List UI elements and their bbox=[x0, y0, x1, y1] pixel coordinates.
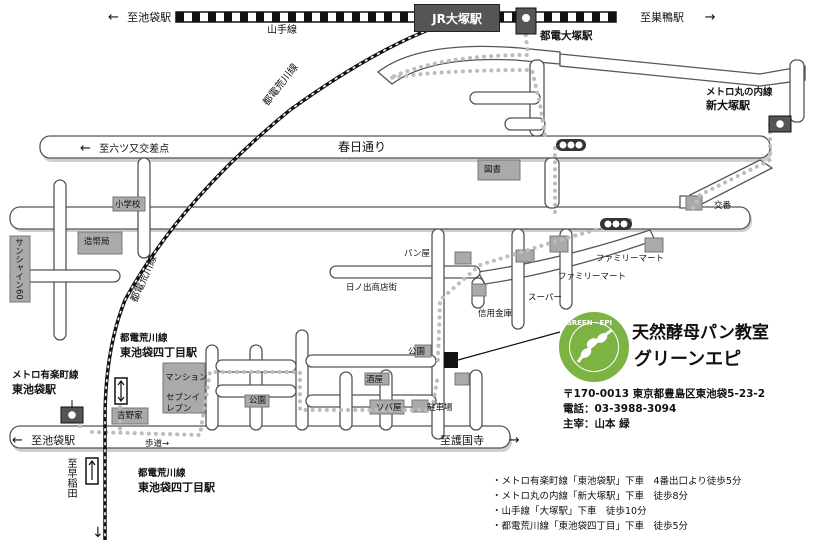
school-name: グリーンエピ bbox=[634, 349, 742, 370]
yonchome-a-label: 東池袋四丁目駅 bbox=[120, 346, 197, 359]
yamanote-label: 山手線 bbox=[267, 25, 297, 36]
mansion-building bbox=[162, 362, 206, 414]
middle-road bbox=[9, 206, 751, 230]
to-ikebukuro-top-label: ← 至池袋駅 bbox=[108, 10, 172, 25]
yurakucho-line-label: メトロ有楽町線 bbox=[12, 370, 79, 381]
access-item: ・都電荒川線「東池袋四丁目」下車 徒歩5分 bbox=[492, 521, 689, 532]
sakaya-label: 酒屋 bbox=[366, 375, 384, 385]
roads bbox=[9, 45, 806, 449]
kasuga-dori-label: 春日通り bbox=[338, 140, 387, 154]
traffic-lights bbox=[556, 139, 632, 230]
shin-otsuka-label: 新大塚駅 bbox=[706, 99, 750, 112]
walking-routes bbox=[78, 26, 772, 438]
buildings bbox=[9, 159, 703, 425]
sunshine-building bbox=[9, 235, 31, 303]
to-rokutsumata-label: ← 至六ツ又交差点 bbox=[80, 141, 170, 156]
to-gokokuji-label: 至護国寺 → bbox=[440, 433, 520, 448]
toden-line-a-label: 都電荒川線 bbox=[120, 333, 168, 344]
sunshine-label: サンシャイン60 bbox=[13, 238, 24, 300]
toden-otsuka-label: 都電大塚駅 bbox=[540, 30, 593, 42]
yonchome-b-label: 東池袋四丁目駅 bbox=[138, 481, 215, 494]
seven-eleven-label: セブンイレブン bbox=[166, 393, 201, 414]
school-phone: 電話：03-3988-3094 bbox=[563, 403, 677, 415]
supa-label: スーパー bbox=[528, 293, 562, 303]
access-item: ・山手線「大塚駅」下車 徒歩10分 bbox=[492, 506, 647, 517]
down-arrow-icon: ↓ bbox=[92, 525, 104, 541]
school-title: 天然酵母パン教室 bbox=[632, 323, 769, 343]
toshokan-building bbox=[477, 159, 521, 181]
hodo-label: 歩道→ bbox=[145, 439, 170, 449]
shogakko-label: 小学校 bbox=[115, 200, 141, 210]
to-waseda-label: 至早稲田 bbox=[65, 458, 76, 498]
school-location-marker bbox=[444, 352, 458, 368]
sobaya-label: ソバ屋 bbox=[376, 403, 402, 413]
family-mart-2-label: ファミリーマート bbox=[558, 272, 627, 282]
koen-2-label: 公園 bbox=[249, 396, 267, 406]
yamanote-line bbox=[175, 11, 617, 23]
logo-ring-text: GREEN・EPI bbox=[566, 319, 613, 327]
to-ikebukuro-bottom-label: ← 至池袋駅 bbox=[12, 433, 76, 448]
zoheikyoku-building bbox=[77, 231, 123, 255]
access-item: ・メトロ丸の内線「新大塚駅」下車 徒歩8分 bbox=[492, 491, 689, 502]
koban-label: 交番 bbox=[714, 201, 732, 211]
toden-arakawa-line bbox=[103, 20, 451, 540]
toshokan-label: 図書 bbox=[484, 165, 502, 175]
zoheikyoku-label: 造幣局 bbox=[84, 237, 110, 247]
chushajo-label: 駐車場 bbox=[427, 403, 453, 413]
mansion-label: マンション bbox=[165, 373, 208, 383]
school-owner: 主宰：山本 緑 bbox=[563, 418, 630, 430]
to-sugamo-label: 至巣鴨駅 → bbox=[640, 10, 716, 25]
higashi-ikebukuro-label: 東池袋駅 bbox=[12, 383, 56, 396]
shinyo-kinko-label: 信用金庫 bbox=[478, 309, 513, 319]
green-epi-logo bbox=[559, 312, 629, 382]
koen-1-label: 公園 bbox=[408, 347, 426, 357]
school-address: 〒170-0013 東京都豊島区東池袋5-23-2 bbox=[563, 388, 766, 400]
access-item: ・メトロ有楽町線「東池袋駅」下車 4番出口より徒歩5分 bbox=[492, 476, 742, 487]
marunouchi-line-label: メトロ丸の内線 bbox=[706, 87, 773, 98]
yoshinoya-label: 吉野家 bbox=[117, 411, 143, 421]
panya-label: パン屋 bbox=[404, 249, 430, 259]
station-markers bbox=[60, 7, 792, 485]
shogakko-building bbox=[112, 196, 146, 212]
family-mart-1-label: ファミリーマート bbox=[596, 254, 665, 264]
hinode-shotengai-label: 日ノ出商店街 bbox=[346, 283, 398, 293]
access-list: ・メトロ有楽町線「東池袋駅」下車 4番出口より徒歩5分 ・メトロ丸の内線「新大塚… bbox=[492, 474, 741, 534]
toden-line-b-label: 都電荒川線 bbox=[138, 468, 186, 479]
jr-otsuka-station: JR大塚駅 bbox=[414, 4, 500, 32]
